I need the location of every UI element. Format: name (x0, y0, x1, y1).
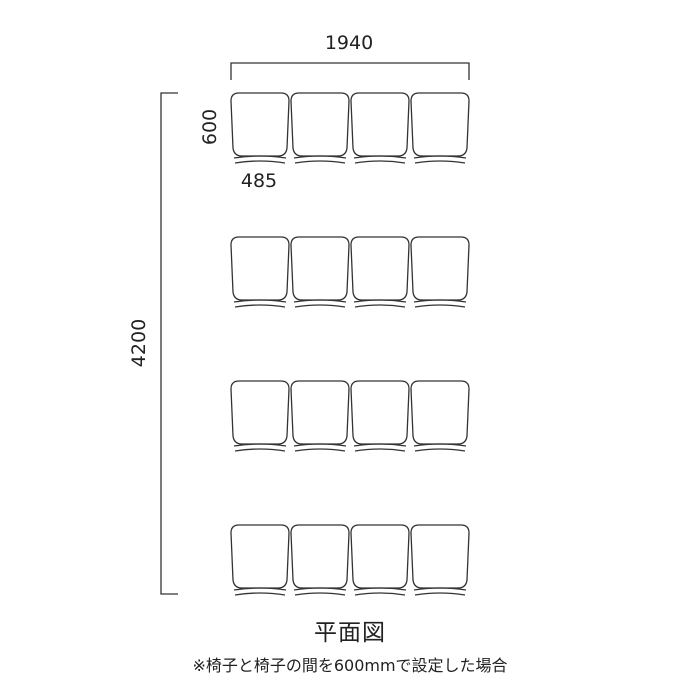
chair (410, 380, 470, 452)
chair (350, 236, 410, 308)
chair (350, 92, 410, 164)
chair-grid (230, 92, 470, 596)
chair (290, 524, 350, 596)
chair (410, 236, 470, 308)
chair (350, 380, 410, 452)
total-depth-label: 4200 (128, 319, 150, 367)
chair (290, 236, 350, 308)
chair (230, 92, 290, 164)
chair (350, 524, 410, 596)
plan-title: 平面図 (314, 620, 386, 646)
chair (290, 92, 350, 164)
seat-width-label: 485 (241, 170, 277, 192)
chair (230, 380, 290, 452)
total-width-label: 1940 (325, 32, 373, 54)
chair (410, 92, 470, 164)
chair (290, 380, 350, 452)
seat-depth-label: 600 (199, 109, 221, 145)
chair (230, 236, 290, 308)
plan-note: ※椅子と椅子の間を600mmで設定した場合 (192, 656, 508, 675)
width-dimension: 1940 (230, 32, 470, 80)
depth-dimension: 4200 (128, 92, 178, 595)
chair (410, 524, 470, 596)
chair (230, 524, 290, 596)
